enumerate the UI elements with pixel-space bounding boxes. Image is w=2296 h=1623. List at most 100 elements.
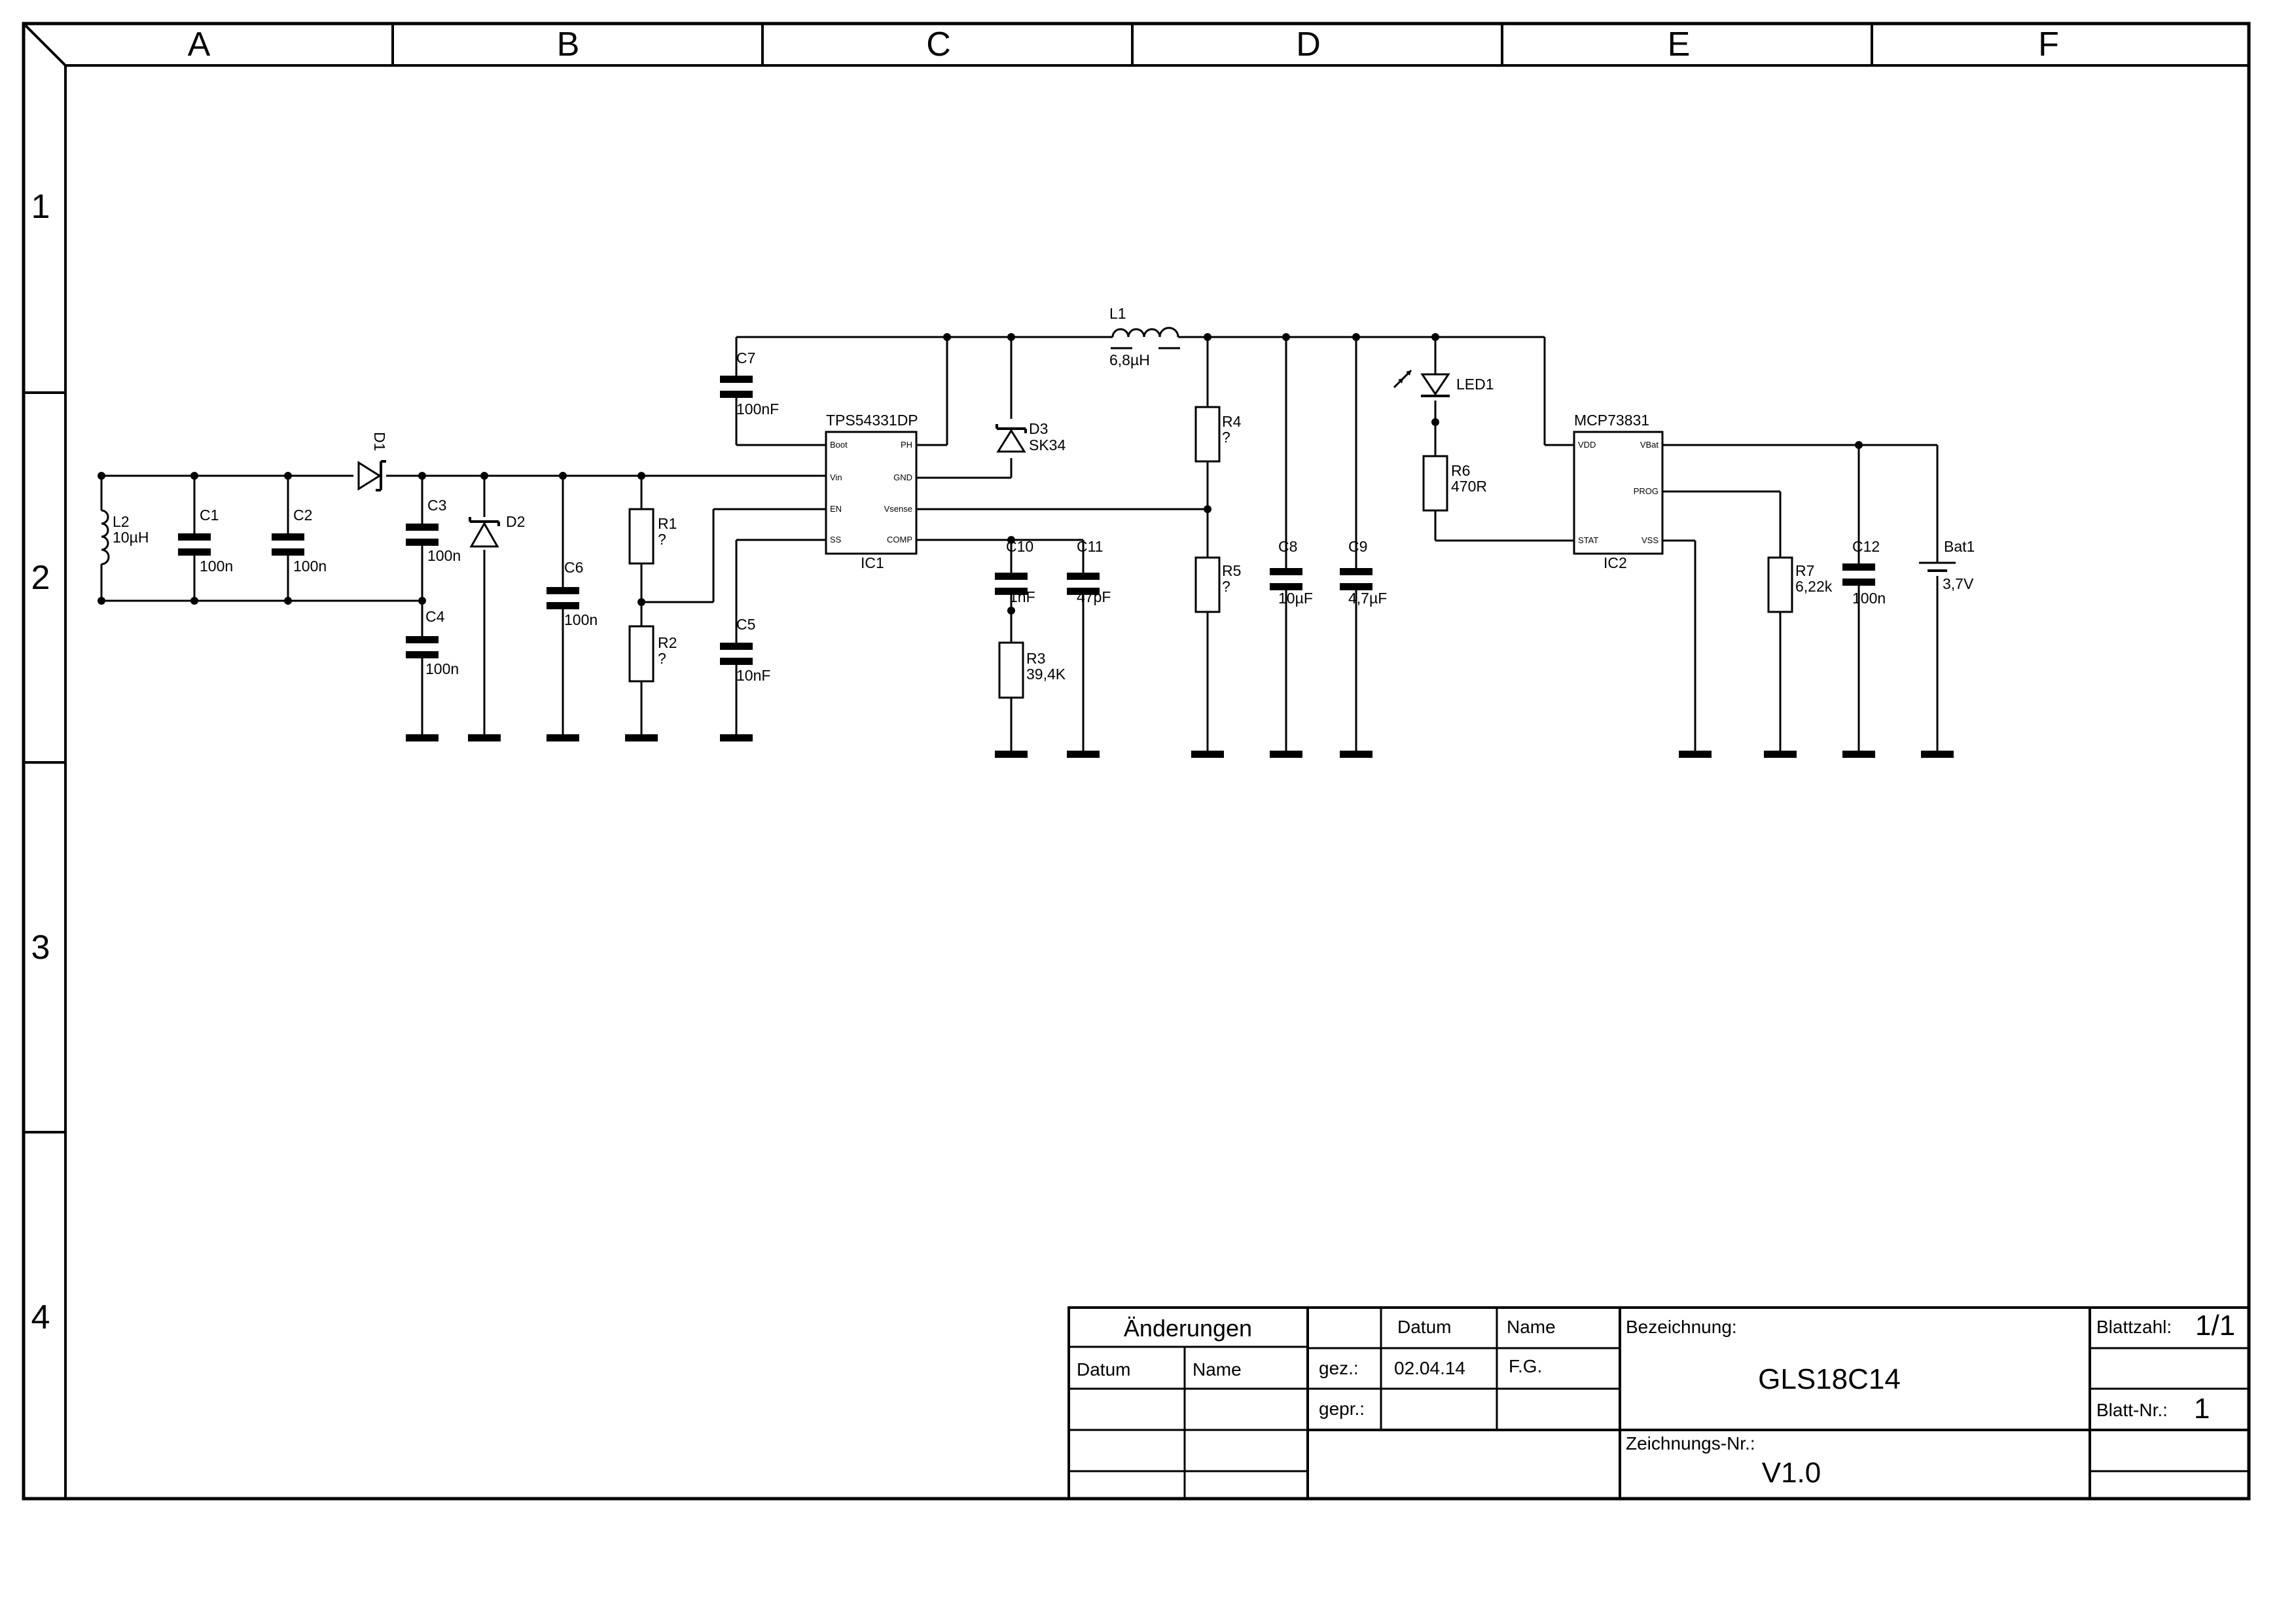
r3-ref: R3: [1026, 650, 1045, 667]
ground-icon: [1764, 751, 1797, 758]
r4-ref: R4: [1222, 413, 1242, 430]
ground-icon: [1191, 751, 1224, 758]
capacitor-c2: C2 100n: [272, 507, 327, 575]
title-block: Änderungen Datum Name Datum Name gez.: 0…: [1067, 1306, 2250, 1500]
resistor-r7: R7 6,22k: [1767, 556, 1833, 613]
c3-ref: C3: [427, 497, 446, 514]
led-led1: LED1: [1393, 369, 1494, 397]
c4-value: 100n: [425, 660, 459, 677]
column-label-b: B: [557, 26, 580, 63]
aenderungen-heading: Änderungen: [1124, 1315, 1252, 1342]
capacitor-c4: C4 100n: [406, 608, 459, 677]
c7-value: 100nF: [736, 401, 779, 418]
r6-value: 470R: [1451, 478, 1487, 495]
resistor-r2: R2 ?: [628, 625, 677, 683]
changes-name-header: Name: [1193, 1359, 1242, 1380]
ic1-pin-boot: Boot: [830, 440, 848, 450]
r6-ref: R6: [1451, 462, 1470, 479]
column-labels: A B C D E F: [188, 26, 2059, 63]
c1-ref: C1: [200, 507, 219, 524]
gez-date: 02.04.14: [1394, 1358, 1465, 1378]
capacitor-c11: C11 47pF: [1067, 538, 1111, 605]
c6-value: 100n: [564, 611, 598, 628]
c5-ref: C5: [736, 616, 755, 633]
ic1-ref: IC1: [861, 554, 884, 571]
capacitor-c12: C12 100n: [1842, 538, 1886, 607]
ground-icon: [720, 734, 753, 741]
ic1-pin-ph: PH: [901, 440, 912, 450]
ground-symbols: [406, 734, 1954, 758]
resistor-r4: R4 ?: [1194, 406, 1242, 463]
row-label-3: 3: [31, 929, 50, 967]
zeichnungsnr-label: Zeichnungs-Nr.:: [1626, 1433, 1755, 1454]
capacitor-c6: C6 100n: [547, 559, 598, 628]
l1-value: 6,8µH: [1109, 351, 1150, 368]
ic2-ref: IC2: [1604, 554, 1627, 571]
r4-value: ?: [1222, 429, 1230, 446]
ground-icon: [1921, 751, 1954, 758]
c6-ref: C6: [564, 559, 583, 576]
ground-icon: [547, 734, 579, 741]
bezeichnung-label: Bezeichnung:: [1626, 1317, 1737, 1337]
column-label-c: C: [926, 26, 951, 63]
changes-date-header: Datum: [1077, 1359, 1130, 1380]
c12-ref: C12: [1852, 538, 1880, 555]
capacitor-c5: C5 10nF: [720, 616, 770, 684]
ic2-mcp73831: MCP73831 IC2 VDD STAT VBat PROG VSS: [1573, 412, 1664, 571]
ic2-pin-stat: STAT: [1578, 535, 1598, 545]
r1-value: ?: [658, 531, 666, 548]
battery-bat1: Bat1 3,7V: [1919, 538, 1975, 592]
c2-ref: C2: [293, 507, 312, 524]
c9-ref: C9: [1348, 538, 1367, 555]
ic1-pin-en: EN: [830, 504, 842, 514]
gez-label: gez.:: [1319, 1358, 1359, 1378]
column-label-d: D: [1296, 26, 1321, 63]
junction-dots: [98, 333, 1863, 615]
gepr-label: gepr.:: [1319, 1399, 1365, 1419]
ic1-pin-vin: Vin: [830, 473, 842, 482]
wires: [100, 336, 1939, 753]
ground-icon: [1679, 751, 1712, 758]
r2-value: ?: [658, 650, 666, 667]
ic1-part: TPS54331DP: [826, 412, 918, 429]
ic1-pin-comp: COMP: [887, 535, 912, 544]
r5-ref: R5: [1222, 562, 1241, 579]
blattzahl-label: Blattzahl:: [2096, 1317, 2172, 1337]
ic2-pin-prog: PROG: [1634, 486, 1659, 496]
zeichnungsnr-value: V1.0: [1762, 1457, 1821, 1489]
drawing-frame: [22, 22, 2251, 1501]
blattzahl-value: 1/1: [2195, 1310, 2235, 1342]
ground-icon: [468, 734, 501, 741]
l2-value: 10µH: [113, 529, 149, 546]
c5-value: 10nF: [736, 667, 770, 684]
ic2-pin-vdd: VDD: [1578, 440, 1596, 450]
c4-ref: C4: [425, 608, 445, 625]
ground-icon: [625, 734, 658, 741]
resistor-r5: R5 ?: [1194, 556, 1241, 613]
d3-value: SK34: [1029, 437, 1066, 454]
ground-icon: [1340, 751, 1372, 758]
name-header: Name: [1507, 1317, 1556, 1337]
d3-ref: D3: [1029, 420, 1048, 437]
ic2-part: MCP73831: [1574, 412, 1649, 429]
capacitor-c7: C7 100nF: [720, 349, 779, 418]
c8-ref: C8: [1278, 538, 1297, 555]
capacitor-c3: C3 100n: [406, 497, 461, 564]
column-label-f: F: [2038, 26, 2059, 63]
bat1-ref: Bat1: [1944, 538, 1975, 555]
bat1-value: 3,7V: [1943, 575, 1974, 592]
blattnr-value: 1: [2194, 1393, 2210, 1425]
resistor-r1: R1 ?: [628, 508, 677, 565]
ic1-pin-vsense: Vsense: [884, 504, 912, 514]
c12-value: 100n: [1852, 590, 1886, 607]
c1-value: 100n: [200, 558, 233, 575]
c11-value: 47pF: [1077, 588, 1111, 605]
r5-value: ?: [1222, 578, 1230, 595]
c11-ref: C11: [1077, 538, 1103, 555]
ground-icon: [1270, 751, 1302, 758]
column-label-a: A: [188, 26, 211, 63]
led1-ref: LED1: [1456, 376, 1494, 393]
ic2-pin-vss: VSS: [1641, 535, 1659, 545]
c9-value: 4,7µF: [1348, 590, 1387, 607]
